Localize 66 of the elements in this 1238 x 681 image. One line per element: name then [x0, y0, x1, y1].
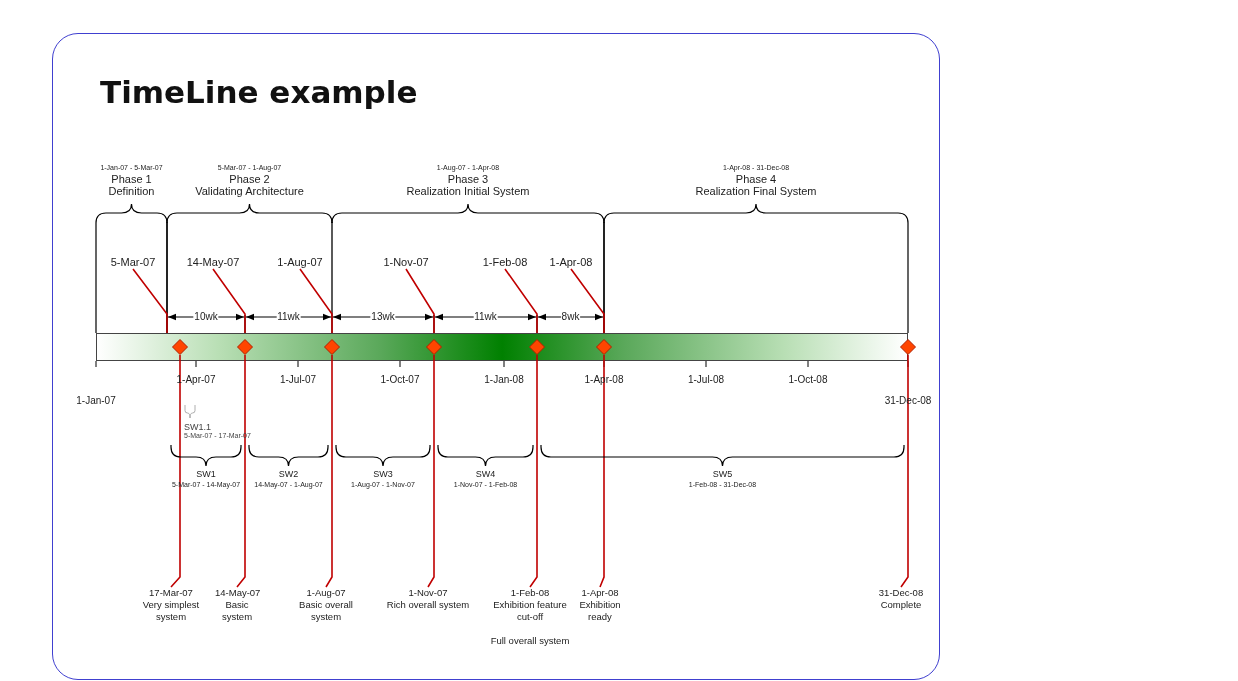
- milestone-description: Basic system: [220, 599, 254, 623]
- milestone-description: Exhibition feature cut-off: [492, 599, 568, 623]
- phase-number: Phase 2: [228, 173, 271, 185]
- axis-label: 1-Jan-07: [76, 395, 116, 407]
- leader-line: [529, 354, 538, 588]
- dimension-label: 13wk: [370, 311, 396, 323]
- milestone-description: Very simplest system: [141, 599, 201, 623]
- milestone-diamond: [172, 339, 188, 355]
- phase-number: Phase 4: [734, 173, 778, 185]
- axis-label: 1-Oct-07: [380, 374, 420, 386]
- leader-line: [236, 354, 246, 588]
- leader-line: [170, 354, 181, 588]
- milestone-description: Complete: [879, 599, 923, 611]
- sprint-name: SW3: [372, 469, 394, 480]
- leader-line: [427, 354, 435, 588]
- date-label: 1-Apr-08: [549, 256, 593, 269]
- milestone-description: Rich overall system: [386, 599, 470, 611]
- date-label: 14-May-07: [186, 256, 240, 269]
- sprint-name: SW4: [474, 469, 497, 480]
- milestone-date: 31-Dec-08: [877, 587, 925, 599]
- milestone-diamond: [324, 339, 340, 355]
- leader-line: [299, 268, 333, 334]
- leader-line: [570, 268, 605, 334]
- milestone-diamond: [596, 339, 612, 355]
- date-label: 5-Mar-07: [110, 256, 156, 269]
- dimension-label: 8wk: [560, 311, 581, 323]
- milestone-date: 1-Nov-07: [407, 587, 449, 599]
- dimension-label: 11wk: [473, 311, 498, 323]
- subphase-name: SW1.1: [184, 422, 212, 432]
- phase-name: Realization Initial System: [406, 185, 530, 197]
- sprint-name: SW1: [195, 469, 217, 480]
- milestone-date: 1-Feb-08: [509, 587, 551, 599]
- dimension-label: 11wk: [276, 311, 301, 323]
- date-label: 1-Feb-08: [482, 256, 528, 269]
- dimension-label: 10wk: [193, 311, 219, 323]
- milestone-diamond: [237, 339, 253, 355]
- milestone-description: Basic overall system: [298, 599, 354, 623]
- leader-line: [405, 268, 435, 334]
- milestone-description: Full overall system: [489, 635, 571, 647]
- sprint-name: SW2: [277, 469, 300, 480]
- leader-line: [599, 354, 605, 588]
- leader-line: [212, 268, 246, 334]
- phase-number: Phase 1: [110, 173, 153, 185]
- axis-label: 1-Jul-08: [687, 374, 725, 386]
- leader-line: [504, 268, 538, 334]
- milestone-diamond: [426, 339, 442, 355]
- milestone-date: 1-Aug-07: [305, 587, 347, 599]
- date-label: 1-Aug-07: [277, 256, 323, 269]
- leader-line: [132, 268, 168, 334]
- axis-label: 1-Jul-07: [279, 374, 317, 386]
- phase-name: Validating Architecture: [195, 185, 304, 197]
- milestone-diamond: [900, 339, 916, 355]
- phase-name: Realization Final System: [695, 185, 817, 197]
- phase-name: Definition: [107, 185, 156, 197]
- title: TimeLine example: [100, 74, 418, 110]
- axis-label: 1-Jan-08: [484, 374, 524, 386]
- milestone-date: 1-Apr-08: [580, 587, 620, 599]
- phase-number: Phase 3: [446, 173, 490, 185]
- milestone-date: 14-May-07: [215, 587, 259, 599]
- leader-line: [325, 354, 333, 588]
- date-label: 1-Nov-07: [383, 256, 429, 269]
- milestone-diamond: [529, 339, 545, 355]
- axis-label: 1-Oct-08: [788, 374, 828, 386]
- milestone-date: 17-Mar-07: [148, 587, 194, 599]
- sprint-name: SW5: [711, 469, 734, 480]
- milestone-description: Exhibition ready: [578, 599, 622, 623]
